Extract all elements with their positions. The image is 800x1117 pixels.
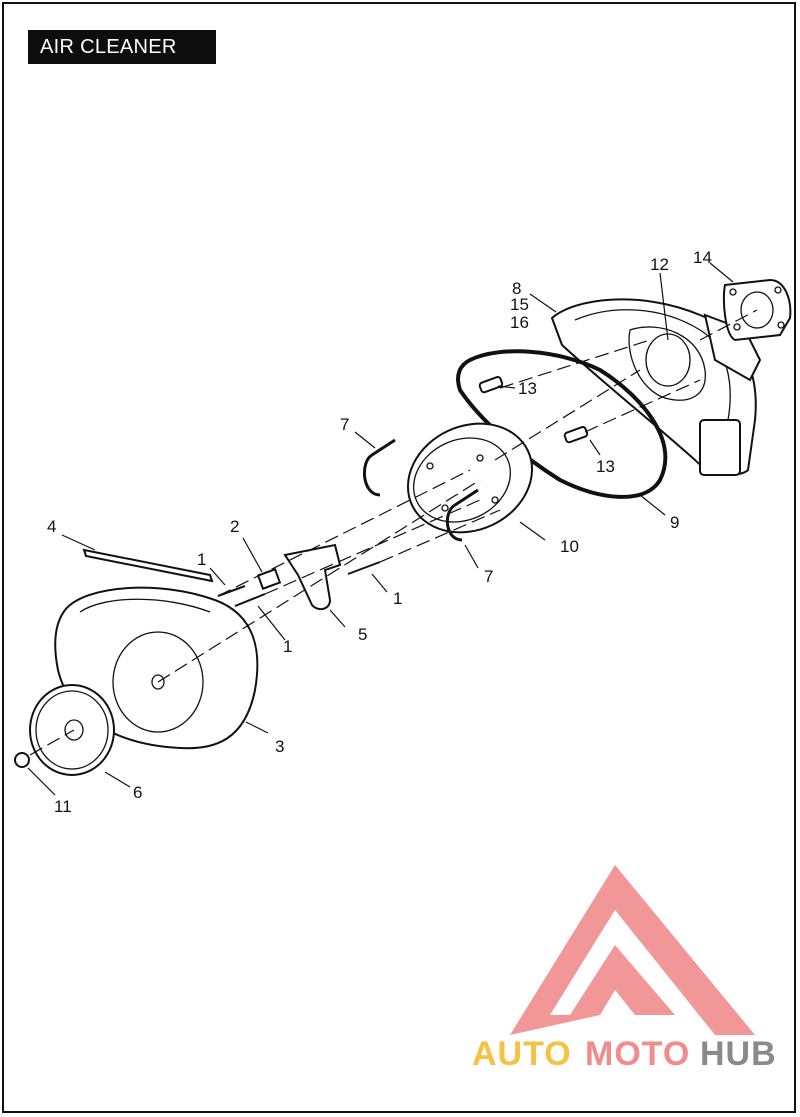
breather-tube-part	[445, 488, 479, 542]
callout-3: 3	[275, 737, 284, 756]
gasket-part	[722, 278, 792, 342]
callout-6: 6	[133, 783, 142, 802]
assembly-lines	[29, 309, 758, 756]
callout-labels: 1 1 1 2 3 4 5 6 7 7 8 9 10 11 12 13 13 1…	[47, 248, 712, 816]
leader-lines	[27, 262, 734, 796]
nut-part	[14, 752, 30, 768]
callout-13: 13	[518, 379, 537, 398]
screw-part	[478, 376, 589, 444]
callout-13: 13	[596, 457, 615, 476]
backplate-part	[550, 298, 762, 476]
callout-7: 7	[484, 567, 493, 586]
spacer-part	[256, 568, 282, 590]
watermark-text-moto: MOTO	[585, 1035, 690, 1073]
callout-5: 5	[358, 625, 367, 644]
automotohub-watermark: AUTO MOTO HUB	[472, 865, 777, 1073]
callout-4: 4	[47, 517, 56, 536]
breather-tube-part	[362, 438, 396, 497]
trim-strip-part	[82, 548, 214, 583]
bracket-part	[283, 543, 342, 611]
callout-2: 2	[230, 517, 239, 536]
callout-7: 7	[340, 415, 349, 434]
page-title: AIR CLEANER	[28, 30, 216, 64]
callout-11: 11	[54, 797, 72, 816]
callout-16: 16	[510, 313, 529, 332]
callout-15: 15	[510, 295, 529, 314]
filter-element-part	[406, 422, 534, 534]
watermark-mark-icon	[510, 865, 755, 1035]
medallion-part	[29, 684, 115, 776]
seal-ring-part	[456, 349, 668, 499]
watermark-text-auto: AUTO	[472, 1035, 572, 1073]
callout-1: 1	[393, 589, 402, 608]
callout-8: 8	[512, 279, 521, 298]
watermark-text-hub: HUB	[700, 1035, 777, 1073]
callout-1: 1	[197, 550, 206, 569]
callout-9: 9	[670, 513, 679, 532]
callout-10: 10	[560, 537, 579, 556]
callout-1: 1	[283, 637, 292, 656]
callout-12: 12	[650, 255, 669, 274]
callout-14: 14	[693, 248, 712, 267]
